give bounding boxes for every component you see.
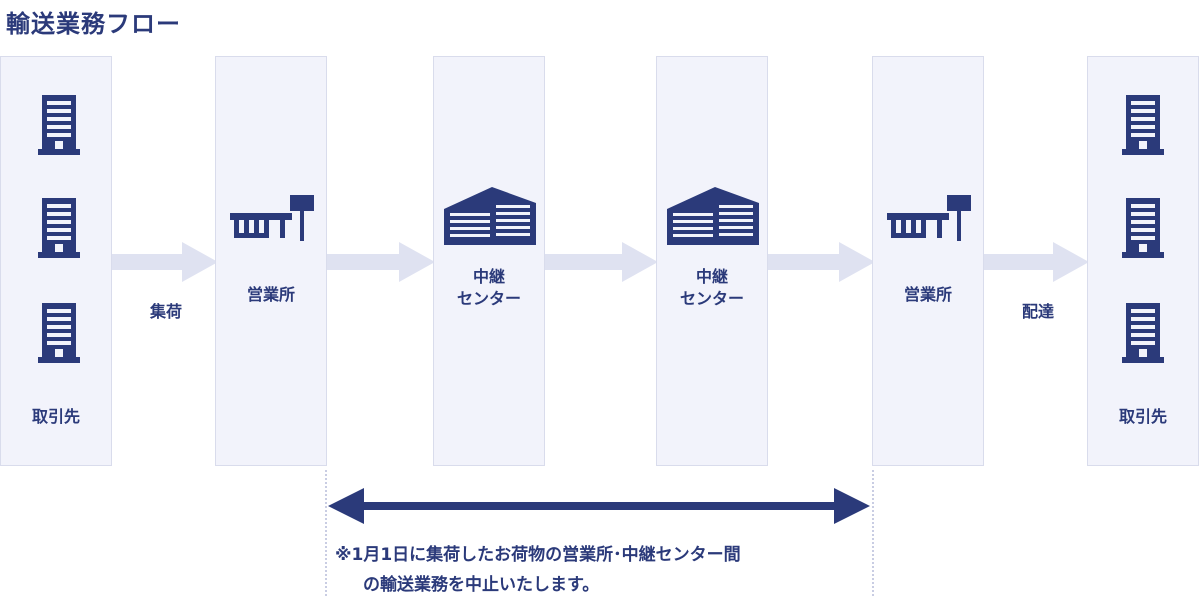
edge-label-delivery: 配達 <box>1021 302 1054 321</box>
office-building-icon <box>1122 198 1164 258</box>
suspended-range-double-arrow <box>328 488 870 524</box>
flow-arrow-pickup <box>112 242 218 282</box>
node-center-2: 中継 センター <box>656 56 768 466</box>
node-client-right: 取引先 <box>1087 56 1199 466</box>
node-label-line1: 中継 <box>695 267 728 286</box>
node-label: 営業所 <box>246 285 295 304</box>
suspension-note: ※1月1日に集荷したお荷物の営業所･中継センター間 の輸送業務を中止いたします。 <box>335 540 895 600</box>
sales-office-icon <box>230 195 314 241</box>
office-building-icon <box>38 95 80 155</box>
note-line-1: ※1月1日に集荷したお荷物の営業所･中継センター間 <box>335 545 741 565</box>
office-building-icon <box>1122 95 1164 155</box>
office-building-icon <box>1122 303 1164 363</box>
node-office-left: 営業所 <box>215 56 327 466</box>
flow-arrow-delivery <box>983 242 1089 282</box>
edge-label-pickup: 集荷 <box>149 302 182 321</box>
dotted-guide-left <box>325 470 327 596</box>
flow-arrow-center-to-office <box>768 242 875 282</box>
flow-arrow-center-to-center <box>545 242 658 282</box>
office-building-icon <box>38 303 80 363</box>
node-client-left: 取引先 <box>0 56 112 466</box>
node-label-line2: センター <box>456 289 521 308</box>
node-center-1: 中継 センター <box>433 56 545 466</box>
node-label-line1: 中継 <box>472 267 505 286</box>
note-line-2: の輸送業務を中止いたします。 <box>363 575 600 595</box>
node-label: 取引先 <box>1118 407 1167 426</box>
distribution-center-icon <box>444 187 536 245</box>
node-label: 営業所 <box>903 285 952 304</box>
dotted-guide-right <box>872 470 874 596</box>
page-title: 輸送業務フロー <box>6 10 181 38</box>
node-label-line2: センター <box>679 289 744 308</box>
node-label: 取引先 <box>31 407 80 426</box>
node-office-right: 営業所 <box>872 56 984 466</box>
sales-office-icon <box>887 195 971 241</box>
office-building-icon <box>38 198 80 258</box>
distribution-center-icon <box>667 187 759 245</box>
flow-arrow-office-to-center <box>327 242 435 282</box>
